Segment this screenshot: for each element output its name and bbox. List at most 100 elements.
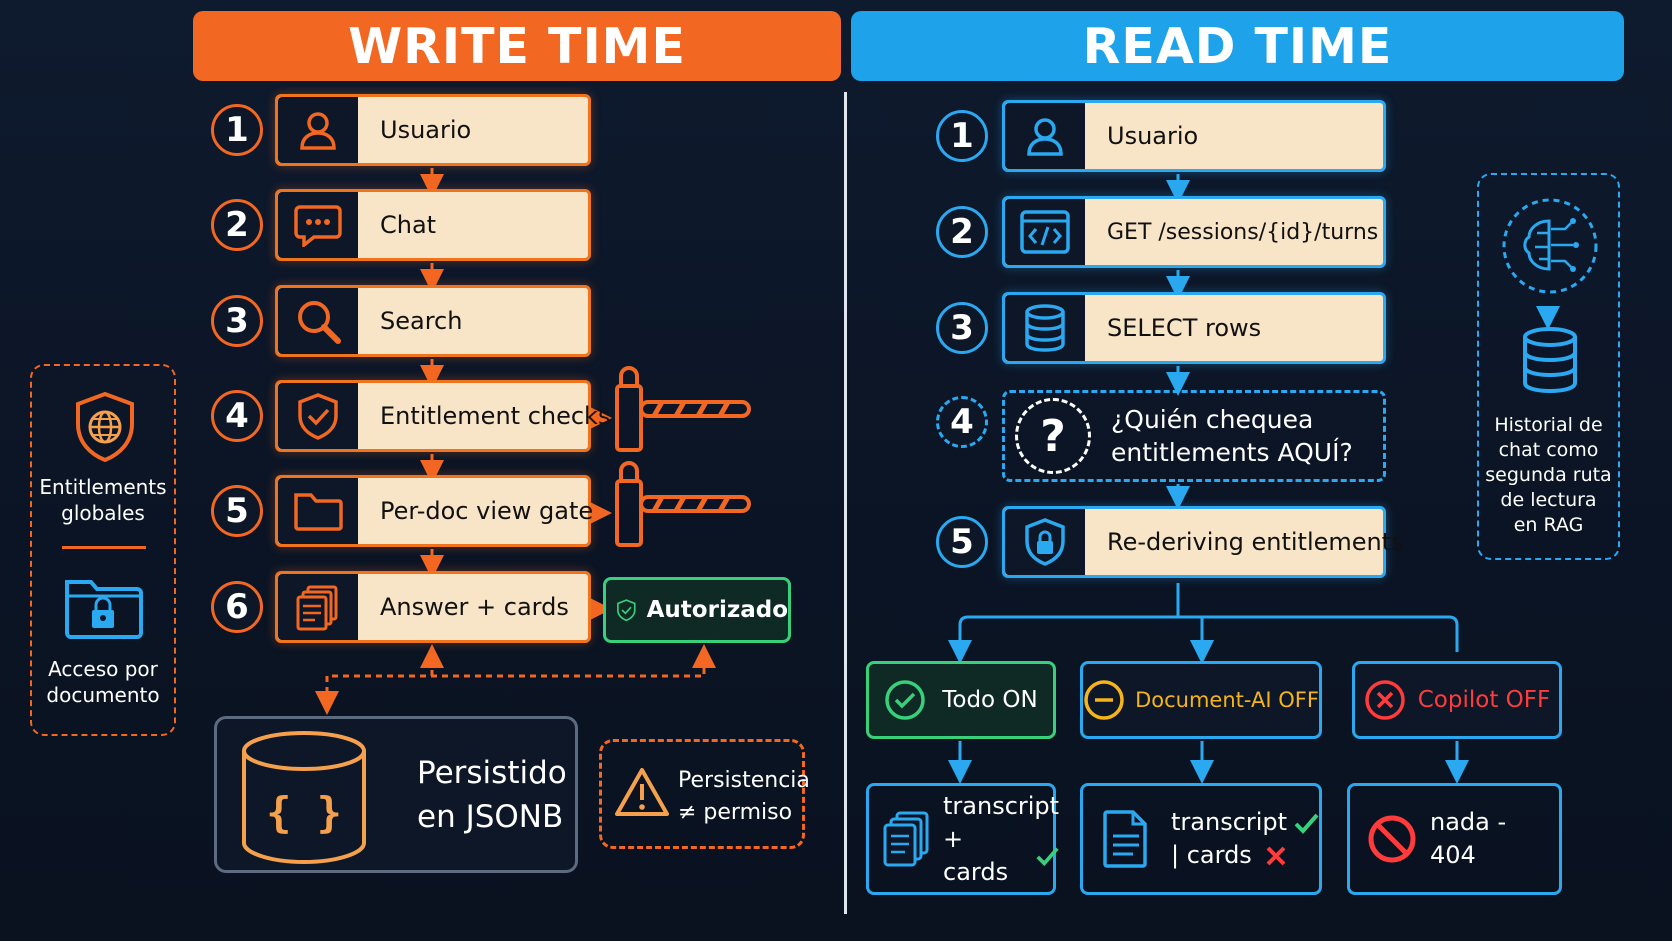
history-label-3: segunda ruta xyxy=(1485,464,1612,486)
write-step-chat: Chat xyxy=(275,189,591,261)
branch-todo-on: Todo ON xyxy=(866,661,1056,739)
minus-circle-icon xyxy=(1084,680,1124,720)
write-step-usuario: Usuario xyxy=(275,94,591,166)
check-icon xyxy=(1036,846,1059,866)
result-todo-on: transcript + cards xyxy=(866,783,1060,895)
read-step-usuario-label: Usuario xyxy=(1107,122,1199,150)
persistence-warning-box: Persistencia ≠ permiso xyxy=(599,739,810,849)
persisted-label-2: en JSONB xyxy=(417,799,564,835)
read-step-question: ? ¿Quién chequea entitlements AQUÍ? xyxy=(1002,390,1386,482)
legend-doc-label-1: Acceso por xyxy=(48,657,158,681)
persisted-jsonb-box: { } Persistido en JSONB xyxy=(214,716,578,873)
result-document-ai-off-line-1: transcript xyxy=(1171,808,1288,836)
result-document-ai-off-line-2: | cards xyxy=(1171,841,1252,869)
authorized-label: Autorizado xyxy=(646,597,788,623)
persist-dashed-connector xyxy=(325,644,716,704)
database-icon xyxy=(1521,327,1579,395)
branch-connector xyxy=(958,583,1459,652)
write-time-header: WRITE TIME xyxy=(193,11,841,81)
write-step-answer-label: Answer + cards xyxy=(380,593,569,621)
write-step-search: Search xyxy=(275,285,591,357)
read-flow-arrows xyxy=(948,174,1560,784)
warning-label-2: ≠ permiso xyxy=(678,800,793,825)
chat-icon xyxy=(278,192,358,258)
write-step-6-number: 6 xyxy=(211,581,263,633)
write-step-3-number: 3 xyxy=(211,295,263,347)
result-copilot-off-label: nada - 404 xyxy=(1430,808,1507,869)
folder-icon xyxy=(278,478,358,544)
branch-copilot-off-label: Copilot OFF xyxy=(1417,687,1551,713)
result-todo-on-line-2: + cards xyxy=(943,824,1009,886)
question-line-2: entitlements AQUÍ? xyxy=(1111,438,1353,467)
legend-global-label-1: Entitlements xyxy=(39,475,167,499)
warning-label-1: Persistencia xyxy=(678,768,810,793)
read-step-select-label: SELECT rows xyxy=(1107,314,1262,342)
write-step-4-number: 4 xyxy=(211,390,263,442)
check-icon xyxy=(1294,813,1319,834)
read-step-rederiving-label: Re-deriving entitlements xyxy=(1107,528,1404,556)
prohibited-icon xyxy=(1368,815,1416,863)
write-step-answer-cards: Answer + cards xyxy=(275,571,591,643)
write-step-per-doc-label: Per-doc view gate xyxy=(380,497,594,525)
read-step-3-number: 3 xyxy=(936,302,988,354)
branch-copilot-off: Copilot OFF xyxy=(1352,661,1562,739)
read-step-2-number: 2 xyxy=(936,206,988,258)
read-step-4-number: 4 xyxy=(936,396,988,448)
shield-check-icon xyxy=(617,599,636,622)
branch-document-ai-off-label: Document-AI OFF xyxy=(1135,688,1319,712)
gate-barrier-icon xyxy=(615,461,751,547)
persisted-label-1: Persistido xyxy=(417,755,567,791)
authorized-badge: Autorizado xyxy=(603,577,791,643)
read-step-usuario: Usuario xyxy=(1002,100,1386,172)
history-label-1: Historial de xyxy=(1494,414,1603,436)
shield-lock-icon xyxy=(1005,509,1085,575)
shield-check-icon xyxy=(278,383,358,449)
branch-document-ai-off: Document-AI OFF xyxy=(1080,661,1322,739)
read-time-header: READ TIME xyxy=(851,11,1624,81)
jsonb-database-icon: { } xyxy=(239,729,369,867)
code-window-icon xyxy=(1005,199,1085,265)
history-label-5: en RAG xyxy=(1513,514,1584,536)
write-step-usuario-label: Usuario xyxy=(380,116,472,144)
svg-text:{ }: { } xyxy=(266,788,342,837)
history-rag-panel: Historial de chat como segunda ruta de l… xyxy=(1477,173,1620,560)
write-step-chat-label: Chat xyxy=(380,211,437,239)
write-step-5-number: 5 xyxy=(211,485,263,537)
documents-icon xyxy=(883,811,929,867)
read-step-select-rows: SELECT rows xyxy=(1002,292,1386,364)
write-step-2-number: 2 xyxy=(211,199,263,251)
database-icon xyxy=(1005,295,1085,361)
documents-icon xyxy=(278,574,358,640)
read-step-5-number: 5 xyxy=(936,516,988,568)
write-step-entitlement-label: Entitlement checks xyxy=(380,402,611,430)
globe-shield-icon xyxy=(72,390,138,462)
read-step-get-turns: GET /sessions/{id}/turns xyxy=(1002,196,1386,268)
write-step-1-number: 1 xyxy=(211,104,263,156)
user-icon xyxy=(278,97,358,163)
gate-barrier-icon xyxy=(615,366,751,452)
search-icon xyxy=(278,288,358,354)
question-text: ¿Quién chequea entitlements AQUÍ? xyxy=(1091,403,1353,469)
legend-doc-label-2: documento xyxy=(46,683,160,707)
result-todo-on-line-1: transcript xyxy=(943,791,1060,820)
result-document-ai-off: transcript | cards xyxy=(1080,783,1322,895)
read-step-get-label: GET /sessions/{id}/turns xyxy=(1107,219,1379,245)
result-copilot-off: nada - 404 xyxy=(1347,783,1562,895)
write-step-per-doc-gate: Per-doc view gate xyxy=(275,475,594,547)
write-step-entitlement-checks: Entitlement checks xyxy=(275,380,610,452)
read-step-rederiving: Re-deriving entitlements xyxy=(1002,506,1404,578)
brain-circuit-icon xyxy=(1501,197,1599,295)
write-step-search-label: Search xyxy=(380,307,463,335)
history-label-2: chat como xyxy=(1498,439,1599,461)
write-flow-arrows xyxy=(315,168,716,715)
warning-icon xyxy=(614,766,670,818)
question-line-1: ¿Quién chequea xyxy=(1111,405,1314,434)
read-step-1-number: 1 xyxy=(936,110,988,162)
history-label-4: de lectura xyxy=(1500,489,1597,511)
question-icon: ? xyxy=(1015,398,1091,474)
user-icon xyxy=(1005,103,1085,169)
legend-separator xyxy=(62,546,146,549)
cross-icon xyxy=(1266,846,1286,865)
